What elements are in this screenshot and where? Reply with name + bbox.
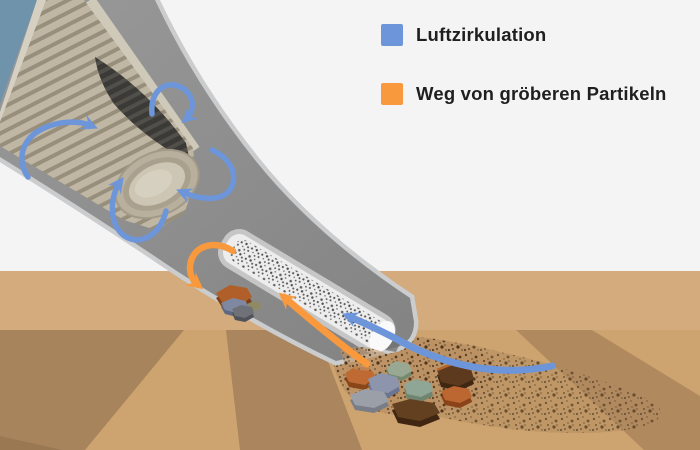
filter-dark-opening bbox=[95, 57, 190, 162]
air-swirl-arrow-right bbox=[176, 147, 237, 204]
particle-path-arrows bbox=[184, 241, 371, 368]
stone bbox=[368, 373, 400, 393]
air-intake-arrow bbox=[342, 312, 556, 374]
stone bbox=[232, 305, 254, 318]
stone bbox=[350, 389, 389, 408]
coarse-particles-chamber bbox=[216, 285, 261, 322]
stone bbox=[441, 386, 472, 403]
stone bbox=[437, 364, 474, 386]
stone bbox=[216, 285, 252, 305]
air-swirl-arrow-left bbox=[19, 114, 98, 180]
stone bbox=[404, 379, 433, 397]
filter-frame-edge bbox=[85, 0, 200, 154]
stone bbox=[392, 399, 440, 421]
particle-up-tube-arrow bbox=[278, 292, 371, 368]
air-circulation-arrows bbox=[19, 82, 556, 374]
air-swirl-arrow-top bbox=[149, 82, 199, 124]
filter-cartridge bbox=[0, 0, 200, 230]
floor-plank-dark-left bbox=[0, 330, 184, 450]
floor-plank-corner bbox=[0, 436, 62, 450]
stone bbox=[386, 361, 412, 377]
floor-plank-dark-mid bbox=[226, 330, 362, 450]
particle-drop-arrow bbox=[184, 241, 237, 290]
air-swirl-arrow-cap bbox=[108, 176, 169, 243]
